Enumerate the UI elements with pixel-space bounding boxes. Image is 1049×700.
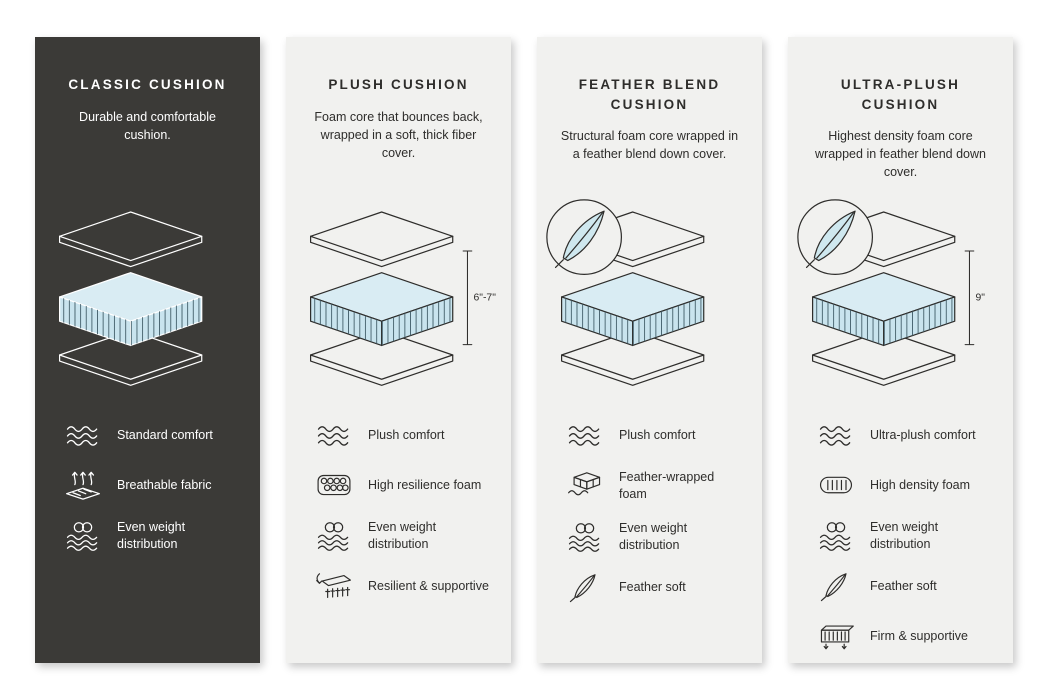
waves-icon (565, 419, 605, 452)
card-title: ULTRA-PLUSH CUSHION (840, 77, 961, 112)
cushion-layers-svg (545, 198, 704, 386)
feature-item: Resilient & supportive (314, 570, 493, 603)
feature-label: Plush comfort (368, 428, 445, 443)
weight-distribution-icon (565, 520, 605, 553)
feature-label: High density foam (870, 478, 971, 493)
card-plush-cushion: PLUSH CUSHION Foam core that bounces bac… (286, 37, 511, 663)
cushion-diagram: 6"-7" (294, 195, 503, 393)
feature-label: Feather soft (870, 578, 937, 593)
cushion-diagram: 9" (796, 195, 1005, 393)
feature-item: Even weight distribution (63, 519, 242, 553)
waves-icon (314, 419, 354, 452)
foam-core-layer (560, 271, 704, 346)
card-feather-blend-cushion: FEATHER BLEND CUSHION Structural foam co… (537, 37, 762, 663)
card-classic-cushion: CLASSIC CUSHION Durable and comfortable … (35, 37, 260, 663)
feature-item: Feather soft (565, 571, 744, 604)
waves-icon (63, 419, 103, 452)
feature-label: Ultra-plush comfort (870, 428, 976, 443)
feature-list: Plush comfort High resilience foam Even … (304, 419, 493, 603)
feature-label: Even weight distribution (870, 520, 939, 551)
card-description: Foam core that bounces back, wrapped in … (314, 109, 483, 160)
cushion-diagram (43, 195, 252, 393)
spring-icon (314, 570, 354, 603)
card-header: PLUSH CUSHION Foam core that bounces bac… (304, 75, 493, 195)
foam-core-layer (58, 271, 202, 346)
feature-item: Breathable fabric (63, 469, 242, 502)
resilience-foam-icon (314, 469, 354, 502)
feature-label: Feather-wrapped foam (619, 470, 715, 501)
bottom-cover-layer (560, 329, 704, 386)
cushion-comparison: CLASSIC CUSHION Durable and comfortable … (35, 37, 1013, 663)
feature-list: Standard comfort Breathable fabric Even … (53, 419, 242, 553)
top-cover-layer (309, 211, 453, 267)
feature-label: Breathable fabric (117, 478, 212, 493)
cushion-layers-svg: 9" (796, 198, 985, 386)
firm-support-icon (816, 620, 856, 653)
feature-item: Standard comfort (63, 419, 242, 452)
feature-item: Even weight distribution (816, 519, 995, 553)
weight-distribution-icon (63, 519, 103, 552)
feature-label: Even weight distribution (619, 520, 688, 552)
feature-item: Plush comfort (314, 419, 493, 452)
cushion-diagram (545, 195, 754, 393)
waves-icon (816, 419, 856, 452)
foam-core-layer (309, 271, 453, 346)
feature-item: Ultra-plush comfort (816, 419, 995, 452)
feature-label: Firm & supportive (870, 628, 968, 643)
feature-list: Ultra-plush comfort High density foam Ev… (806, 419, 995, 653)
feature-list: Plush comfort Feather-wrapped foam Even … (555, 419, 744, 604)
card-title: CLASSIC CUSHION (68, 77, 227, 92)
card-title: PLUSH CUSHION (328, 77, 469, 92)
bottom-cover-layer (811, 329, 955, 386)
feature-item: Feather soft (816, 570, 995, 603)
feature-label: Even weight distribution (117, 520, 186, 551)
card-header: ULTRA-PLUSH CUSHION Highest density foam… (806, 75, 995, 195)
feature-item: Feather-wrapped foam (565, 469, 744, 503)
feature-item: Plush comfort (565, 419, 744, 452)
feature-label: High resilience foam (368, 478, 482, 493)
height-dimension: 9" (964, 250, 985, 345)
card-description: Highest density foam core wrapped in fea… (815, 129, 986, 180)
feature-item: Firm & supportive (816, 620, 995, 653)
feature-item: Even weight distribution (565, 520, 744, 554)
feature-label: Standard comfort (117, 428, 213, 443)
height-dimension-label: 9" (975, 292, 985, 303)
weight-distribution-icon (816, 519, 856, 552)
height-dimension-label: 6"-7" (473, 292, 496, 303)
feature-item: High density foam (816, 469, 995, 502)
feather-icon (816, 570, 856, 603)
feature-label: Even weight distribution (368, 520, 437, 551)
feature-item: High resilience foam (314, 469, 493, 502)
feather-detail-badge (545, 198, 622, 275)
card-description: Structural foam core wrapped in a feathe… (560, 129, 739, 162)
feature-label: Resilient & supportive (368, 578, 489, 593)
card-description: Durable and comfortable cushion. (79, 109, 216, 142)
density-foam-icon (816, 469, 856, 502)
bottom-cover-layer (309, 329, 453, 386)
card-header: CLASSIC CUSHION Durable and comfortable … (53, 75, 242, 195)
breathable-icon (63, 469, 103, 502)
height-dimension: 6"-7" (462, 250, 496, 345)
feather-foam-icon (565, 469, 605, 502)
weight-distribution-icon (314, 519, 354, 552)
top-cover-layer (58, 211, 202, 267)
bottom-cover-layer (58, 329, 202, 386)
cushion-layers-svg (58, 211, 202, 386)
feature-label: Plush comfort (619, 428, 696, 443)
cushion-layers-svg: 6"-7" (309, 211, 496, 386)
feature-label: Feather soft (619, 579, 686, 594)
feather-icon (565, 571, 605, 604)
foam-core-layer (811, 271, 955, 346)
feather-detail-badge (796, 198, 873, 275)
feature-item: Even weight distribution (314, 519, 493, 553)
card-title: FEATHER BLEND CUSHION (578, 77, 721, 112)
card-header: FEATHER BLEND CUSHION Structural foam co… (555, 75, 744, 195)
card-ultra-plush-cushion: ULTRA-PLUSH CUSHION Highest density foam… (788, 37, 1013, 663)
